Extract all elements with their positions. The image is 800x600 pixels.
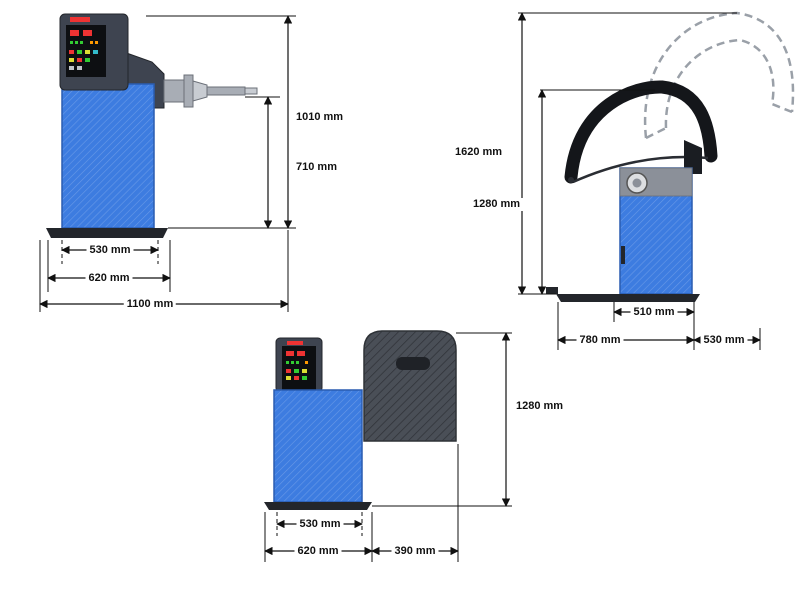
front-cabinet bbox=[61, 83, 155, 229]
dim-side-hood-open-height: 1620 mm bbox=[452, 146, 506, 159]
dim-front-cabinet-width: 530 mm bbox=[86, 244, 134, 257]
dim-front-spindle-height: 710 mm bbox=[293, 161, 340, 174]
front-head-red-strip bbox=[70, 17, 90, 22]
front-base-plate bbox=[46, 228, 168, 238]
dim-front-total-height: 1010 mm bbox=[293, 111, 347, 124]
dim-front-overall-width: 1100 mm bbox=[123, 298, 177, 311]
rear-cabinet bbox=[273, 389, 363, 503]
rear-hood-handle-slot bbox=[396, 357, 430, 370]
guard-hook bbox=[568, 177, 574, 183]
gauge-dial-center bbox=[632, 178, 642, 188]
rear-view bbox=[264, 330, 512, 562]
dim-rear-total-height: 1280 mm bbox=[513, 400, 567, 413]
side-base-plate bbox=[556, 294, 700, 302]
dim-rear-base-width: 620 mm bbox=[294, 545, 342, 558]
dim-rear-hood-depth: 390 mm bbox=[391, 545, 439, 558]
dim-front-base-width: 620 mm bbox=[85, 272, 133, 285]
spindle-shaft bbox=[163, 74, 258, 108]
rear-base-plate bbox=[264, 502, 372, 510]
front-display-leds bbox=[69, 30, 98, 70]
rear-head-red-strip bbox=[287, 341, 303, 345]
dim-side-hood-overhang: 530 mm bbox=[700, 334, 748, 347]
side-pedal bbox=[546, 287, 558, 294]
dim-side-cabinet-depth: 510 mm bbox=[630, 306, 678, 319]
rear-hood bbox=[363, 330, 457, 442]
side-view bbox=[517, 11, 795, 350]
dim-side-base-depth: 780 mm bbox=[576, 334, 624, 347]
front-view bbox=[39, 13, 296, 312]
guard-pivot bbox=[684, 140, 702, 174]
rear-display-leds bbox=[286, 351, 308, 380]
wheel-guard-open-dashed bbox=[643, 11, 795, 140]
side-slot bbox=[621, 246, 625, 264]
dim-side-hood-closed-height: 1280 mm bbox=[470, 198, 524, 211]
dim-rear-cabinet-width: 530 mm bbox=[296, 518, 344, 531]
wheel-guard-closed bbox=[564, 80, 718, 184]
